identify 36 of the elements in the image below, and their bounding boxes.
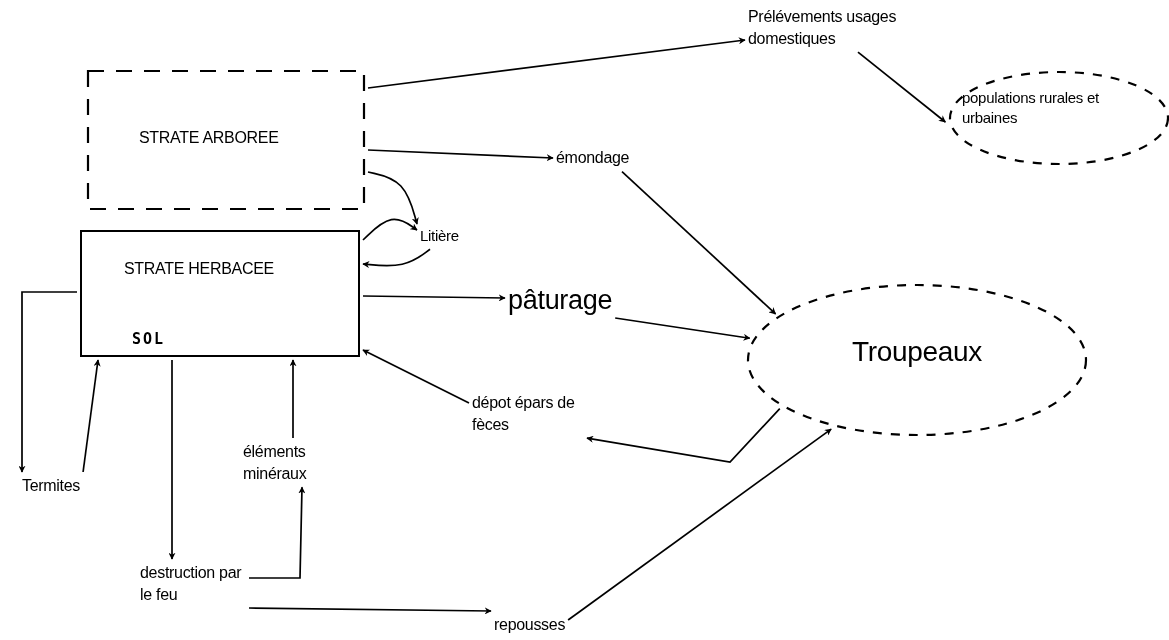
box-note: SOL [132,328,166,349]
arrow [362,248,431,269]
arrow [362,294,506,302]
arrow [18,291,78,473]
flow-label: Prélévements usages domestiques [748,6,900,50]
arrow [367,37,746,89]
flow-label: repousses [494,614,566,636]
arrow [614,317,751,341]
arrow [621,170,777,315]
dashed-ellipse [948,70,1169,166]
flow-label: dépot épars de fèces [472,392,584,436]
dashed-ellipse [746,283,1088,437]
box-title: STRATE HERBACEE [124,259,274,279]
arrow [248,607,492,615]
flow-label: destruction par le feu [140,562,246,606]
ellipse-label: Troupeaux [850,335,984,369]
flow-label: Litière [420,226,459,247]
flow-label: émondage [556,147,630,169]
arrow [586,407,781,463]
process-box [80,230,360,357]
arrow [367,149,554,162]
arrow [168,359,176,560]
arrow [567,428,832,621]
flow-label: pâturage [508,282,613,319]
flow-label: éléments minéraux [243,441,329,485]
arrow [289,359,297,439]
arrow [362,218,418,241]
arrow [362,349,470,404]
arrow [857,51,947,123]
flow-label: Termites [22,475,81,497]
box-title: STRATE ARBOREE [139,128,279,148]
arrow [367,171,419,225]
arrow [82,359,101,473]
arrow [248,486,306,579]
dashed-box [87,70,365,210]
ellipse-label: populations rurales et urbaines [962,88,1100,129]
